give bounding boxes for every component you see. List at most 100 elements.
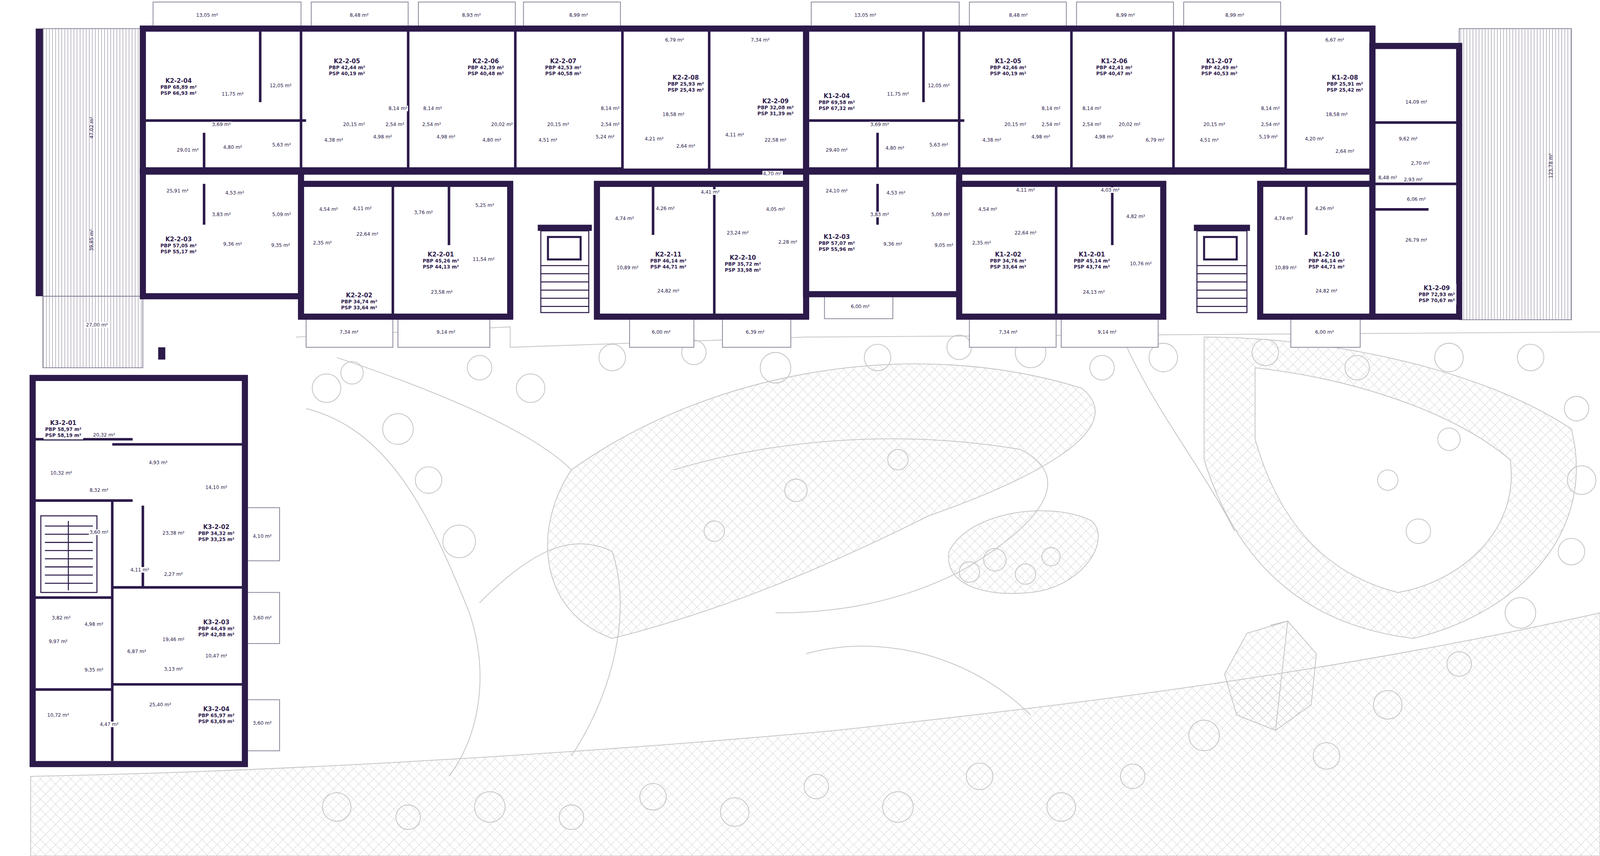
apartment-number: K2-2-08 — [667, 74, 704, 82]
apartment-tag: K2-2-07PBP 42,53 m²PSP 40,58 m² — [543, 56, 584, 78]
room-area: 5,25 m² — [474, 202, 495, 208]
garden-part — [1406, 518, 1431, 544]
apartment-number: K1-2-04 — [818, 92, 855, 100]
apartment-area: PSP 33,64 m² — [341, 304, 378, 311]
garden-part — [882, 791, 914, 822]
garden-part — [396, 804, 421, 829]
room-area: 10,76 m² — [1129, 260, 1153, 267]
garden-part — [1373, 690, 1402, 719]
room-area: 4,51 m² — [537, 137, 558, 143]
garden-part — [1122, 336, 1235, 531]
apartment-number: K2-2-01 — [422, 250, 460, 258]
room-area: 19,46 m² — [161, 636, 186, 642]
apartment-area: PBP 58,97 m² — [45, 426, 82, 433]
garden-part — [1252, 338, 1279, 366]
thick-wall-part — [1194, 224, 1250, 231]
garden-part — [1120, 763, 1145, 788]
room-area: 6,00 m² — [850, 303, 871, 310]
walls-part — [142, 171, 301, 296]
apartment-area: PSP 31,39 m² — [757, 110, 794, 117]
room-area: 8,14 m² — [1040, 105, 1062, 112]
apartment-area: PSP 67,32 m² — [818, 105, 855, 112]
room-area: 2,28 m² — [777, 239, 798, 245]
garden-part — [1446, 651, 1472, 676]
room-area: 2,93 m² — [1403, 176, 1424, 183]
room-area: 4,54 m² — [977, 206, 998, 212]
stair-cores-part — [1204, 236, 1237, 260]
walls-part — [806, 28, 1373, 172]
walls-part — [806, 171, 960, 294]
room-area: 10,72 m² — [46, 712, 70, 718]
room-area: 2,64 m² — [1334, 148, 1356, 154]
room-area: 8,48 m² — [1008, 12, 1029, 18]
room-area: 2,35 m² — [312, 240, 333, 246]
apartment-number: K1-2-08 — [1326, 74, 1364, 82]
partitions-part — [448, 183, 1306, 245]
apartment-area: PSP 25,43 m² — [667, 87, 704, 94]
apartment-area: PBP 45,26 m² — [422, 258, 460, 264]
room-area: 3,69 m² — [211, 121, 232, 128]
apartment-area: PSP 44,13 m² — [422, 264, 460, 270]
apartment-number: K1-2-10 — [1308, 250, 1345, 258]
room-area: 6,00 m² — [651, 329, 672, 335]
apartment-tag: K1-2-01PBP 45,14 m²PSP 43,74 m² — [1072, 250, 1112, 271]
room-area: 9,14 m² — [435, 329, 456, 335]
room-area: 12,05 m² — [927, 82, 951, 89]
garden-part — [806, 645, 1031, 715]
room-area: 8,93 m² — [461, 12, 482, 18]
room-area: 4,93 m² — [148, 459, 169, 466]
apartment-area: PSP 33,98 m² — [724, 267, 762, 274]
terraces-part — [244, 592, 280, 644]
apartment-area: PBP 44,49 m² — [198, 625, 235, 632]
room-area: 4,26 m² — [655, 205, 676, 212]
apartment-number: K3-2-02 — [198, 523, 235, 531]
terraces-part — [1290, 316, 1360, 348]
garden-part — [946, 334, 972, 360]
apartment-area: PSP 44,71 m² — [1308, 264, 1345, 270]
garden-part — [547, 363, 1096, 638]
garden-part — [1558, 538, 1585, 565]
stair-cores-part — [40, 515, 97, 592]
apartment-area: PSP 66,93 m² — [160, 90, 197, 97]
room-area: 3,83 m² — [211, 211, 232, 218]
room-area: 24,10 m² — [825, 188, 849, 194]
room-area: 9,62 m² — [1398, 136, 1419, 142]
room-area: 5,09 m² — [930, 211, 952, 218]
garden-part — [639, 783, 666, 810]
room-area: 8,99 m² — [1115, 12, 1136, 18]
room-area: 20,15 m² — [342, 121, 366, 128]
room-area: 4,74 m² — [614, 215, 635, 222]
apartment-number: K1-2-05 — [990, 57, 1027, 65]
terraces-part — [398, 316, 490, 348]
room-area: 4,80 m² — [884, 145, 906, 151]
garden-part — [1270, 620, 1288, 730]
room-area: 5,24 m² — [594, 134, 616, 140]
garden-part — [1224, 620, 1317, 730]
apartment-area: PBP 35,72 m² — [724, 261, 762, 268]
room-area: 7,34 m² — [750, 37, 771, 43]
room-area: 14,09 m² — [1404, 99, 1428, 105]
room-area: 8,14 m² — [1260, 105, 1281, 112]
terraces-part — [311, 2, 408, 29]
room-area: 13,05 m² — [853, 12, 878, 18]
room-area: 9,35 m² — [83, 666, 104, 673]
apartment-area: PBP 72,93 m² — [1418, 291, 1455, 298]
room-area: 47,02 m² — [89, 116, 95, 140]
thick-wall — [35, 28, 1250, 360]
garden-part — [559, 804, 584, 829]
apartment-area: PSP 43,74 m² — [1073, 264, 1110, 270]
room-area: 20,15 m² — [546, 121, 570, 128]
apartment-area: PBP 42,49 m² — [1201, 64, 1238, 71]
room-area: 8,14 m² — [422, 105, 443, 112]
apartment-area: PBP 34,74 m² — [341, 298, 378, 305]
partitions — [32, 28, 1460, 761]
room-area: 8,14 m² — [387, 105, 408, 112]
terraces-part — [1183, 2, 1281, 29]
garden-part — [467, 355, 492, 380]
room-area: 4,03 m² — [1100, 187, 1121, 193]
thick-wall-part — [537, 224, 592, 231]
room-area: 12,05 m² — [268, 82, 293, 89]
apartment-area: PBP 34,76 m² — [990, 258, 1027, 264]
room-area: 4,80 m² — [481, 137, 502, 143]
